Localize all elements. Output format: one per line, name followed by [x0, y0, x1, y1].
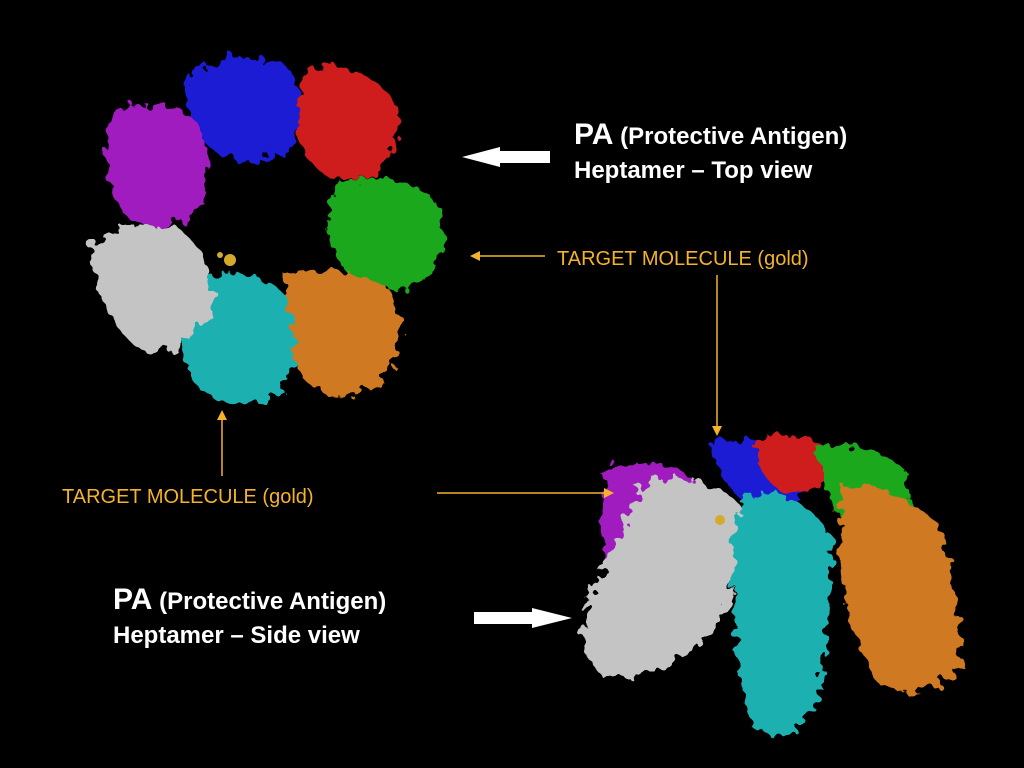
pa-fullname: (Protective Antigen)	[620, 123, 848, 150]
heptamer-top-view-caption: Heptamer – Top view	[574, 157, 813, 184]
heptamer-side-view-image	[582, 435, 960, 737]
heptamer-side-view-caption: Heptamer – Side view	[113, 622, 360, 649]
target-pointers	[217, 251, 722, 498]
pa-abbrev: PA	[113, 583, 153, 616]
side-view-label: PA (Protective Antigen) Heptamer – Side …	[113, 583, 386, 653]
heptamer-top-view-image	[90, 57, 443, 406]
target-molecule-label-bottom: TARGET MOLECULE (gold)	[62, 486, 314, 508]
top-view-arrow	[462, 147, 550, 167]
top-view-label: PA (Protective Antigen) Heptamer – Top v…	[574, 118, 847, 188]
side-view-arrow	[474, 608, 572, 628]
pa-abbrev: PA	[574, 118, 614, 151]
pa-fullname: (Protective Antigen)	[159, 588, 387, 615]
target-molecule-label-top: TARGET MOLECULE (gold)	[557, 248, 809, 270]
